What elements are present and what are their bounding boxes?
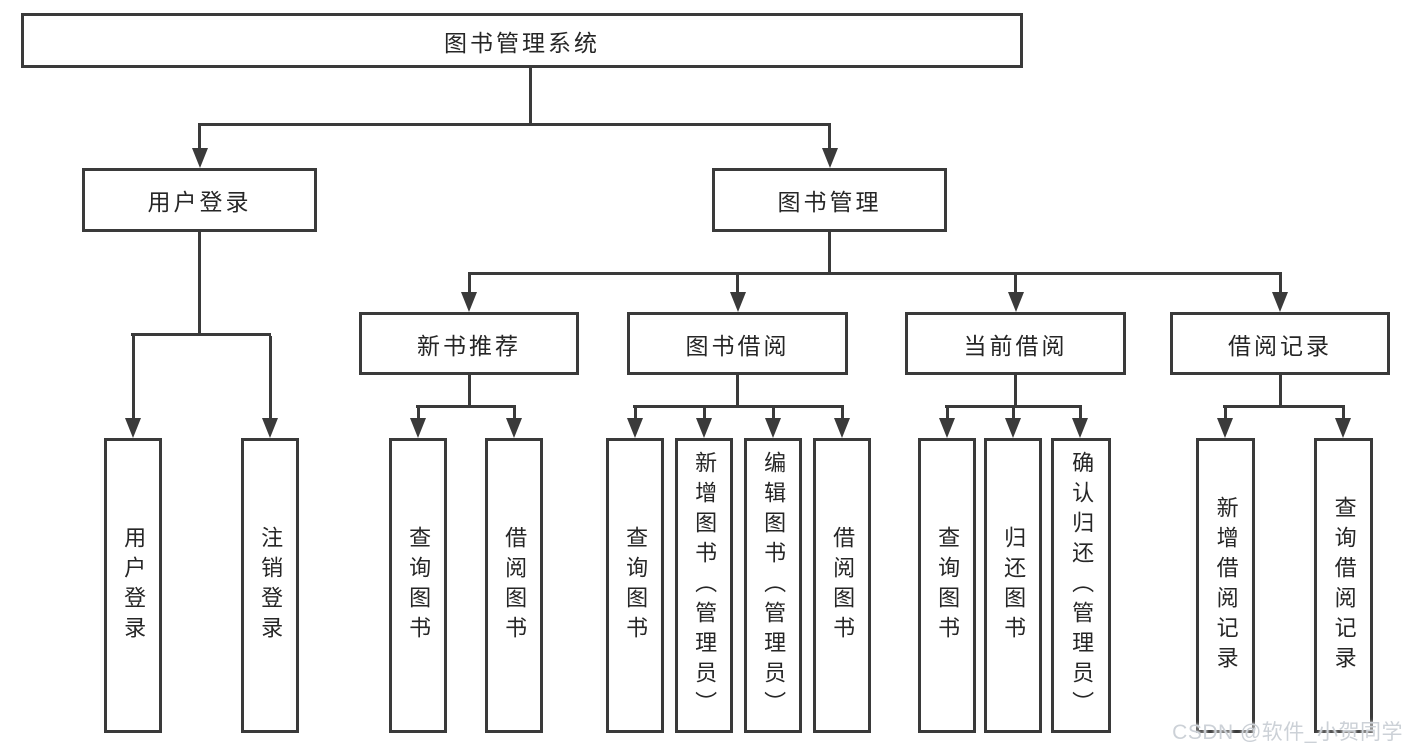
leaf-current-query-book-label: 查询图书 [935, 525, 961, 646]
arrowhead-down-icon [821, 148, 838, 168]
arrowhead-down-icon [191, 148, 208, 168]
connector-drop-leaf-user-login [131, 336, 135, 420]
connector-borrowing-records-branch [1223, 405, 1345, 408]
connector-book-management-stem [828, 232, 831, 275]
arrowhead-down-icon [696, 418, 712, 438]
arrowhead-down-icon [262, 418, 278, 438]
arrowhead-down-icon [1007, 292, 1024, 312]
arrowhead-down-icon [939, 418, 955, 438]
connector-drop-borrowing-borrow-book [840, 408, 844, 420]
leaf-borrowing-add-book: 新增图书（管理员） [675, 438, 733, 733]
connector-root-branch [197, 123, 831, 126]
leaf-current-query-book: 查询图书 [918, 438, 976, 733]
connector-borrowing-records-stem [1278, 375, 1282, 408]
node-user-login: 用户登录 [82, 168, 317, 232]
arrowhead-down-icon [834, 418, 850, 438]
connector-drop-records-query-record [1341, 408, 1345, 420]
connector-drop-leaf-logout [268, 336, 272, 420]
connector-drop-current-return-book [1011, 408, 1015, 420]
leaf-records-query-record: 查询借阅记录 [1314, 438, 1373, 733]
leaf-recommend-query-book-label: 查询图书 [406, 525, 432, 646]
connector-drop-current-borrowing [1014, 275, 1017, 295]
connector-current-borrowing-stem [1014, 375, 1017, 408]
connector-drop-records-add-record [1223, 408, 1227, 420]
leaf-current-return-book-label: 归还图书 [1001, 525, 1027, 646]
leaf-user-login: 用户登录 [104, 438, 162, 733]
csdn-watermark: CSDN @软件_小贺同学 [1172, 721, 1403, 744]
node-book-management: 图书管理 [712, 168, 947, 232]
leaf-records-add-record: 新增借阅记录 [1196, 438, 1255, 733]
connector-drop-recommend-query-book [416, 408, 420, 420]
connector-user-login-branch [131, 333, 271, 336]
connector-book-management-branch [467, 272, 1282, 275]
arrowhead-down-icon [1335, 418, 1351, 438]
arrowhead-down-icon [1272, 292, 1288, 312]
leaf-recommend-borrow-book: 借阅图书 [485, 438, 543, 733]
leaf-borrowing-borrow-book-label: 借阅图书 [830, 525, 856, 646]
connector-drop-current-confirm-return [1078, 408, 1082, 420]
arrowhead-down-icon [1217, 418, 1233, 438]
connector-drop-book-borrowing [736, 275, 739, 295]
connector-root-stem [528, 68, 532, 125]
connector-drop-recommend-borrow-book [512, 408, 516, 420]
connector-drop-new-book-recommendation [467, 275, 471, 295]
leaf-current-return-book: 归还图书 [984, 438, 1042, 733]
connector-current-borrowing-branch [945, 405, 1082, 408]
arrowhead-down-icon [506, 418, 522, 438]
node-root: 图书管理系统 [21, 13, 1023, 68]
leaf-borrowing-edit-book-label: 编辑图书（管理员） [761, 450, 787, 721]
leaf-current-confirm-return: 确认归还（管理员） [1051, 438, 1111, 733]
connector-book-borrowing-branch [633, 405, 844, 408]
leaf-borrowing-query-book-label: 查询图书 [623, 525, 649, 646]
leaf-borrowing-edit-book: 编辑图书（管理员） [744, 438, 802, 733]
arrowhead-down-icon [410, 418, 426, 438]
connector-drop-current-query-book [945, 408, 949, 420]
connector-new-book-recommendation-stem [467, 375, 471, 408]
leaf-user-login-label: 用户登录 [121, 525, 147, 646]
connector-new-book-recommendation-branch [416, 405, 516, 408]
leaf-logout-label: 注销登录 [258, 525, 284, 646]
leaf-borrowing-query-book: 查询图书 [606, 438, 664, 733]
node-book-borrowing: 图书借阅 [627, 312, 848, 375]
connector-drop-borrowing-query-book [633, 408, 637, 420]
leaf-borrowing-add-book-label: 新增图书（管理员） [692, 450, 718, 721]
node-new-book-recommendation: 新书推荐 [359, 312, 579, 375]
leaf-records-add-record-label: 新增借阅记录 [1213, 495, 1239, 676]
leaf-current-confirm-return-label: 确认归还（管理员） [1069, 450, 1095, 721]
connector-drop-borrowing-records [1278, 275, 1282, 295]
arrowhead-down-icon [1072, 418, 1088, 438]
arrowhead-down-icon [729, 292, 746, 312]
connector-drop-borrowing-add-book [702, 408, 706, 420]
connector-drop-user-login [197, 124, 201, 150]
arrowhead-down-icon [627, 418, 643, 438]
arrowhead-down-icon [461, 292, 477, 312]
node-current-borrowing: 当前借阅 [905, 312, 1126, 375]
leaf-recommend-borrow-book-label: 借阅图书 [502, 525, 528, 646]
connector-book-borrowing-stem [736, 375, 739, 408]
leaf-recommend-query-book: 查询图书 [389, 438, 447, 733]
connector-drop-book-management [827, 124, 831, 150]
node-borrowing-records: 借阅记录 [1170, 312, 1390, 375]
leaf-borrowing-borrow-book: 借阅图书 [813, 438, 871, 733]
arrowhead-down-icon [1005, 418, 1021, 438]
arrowhead-down-icon [765, 418, 781, 438]
leaf-records-query-record-label: 查询借阅记录 [1331, 495, 1357, 676]
connector-drop-borrowing-edit-book [771, 408, 775, 420]
connector-user-login-stem [198, 232, 201, 336]
leaf-logout: 注销登录 [241, 438, 299, 733]
arrowhead-down-icon [125, 418, 141, 438]
